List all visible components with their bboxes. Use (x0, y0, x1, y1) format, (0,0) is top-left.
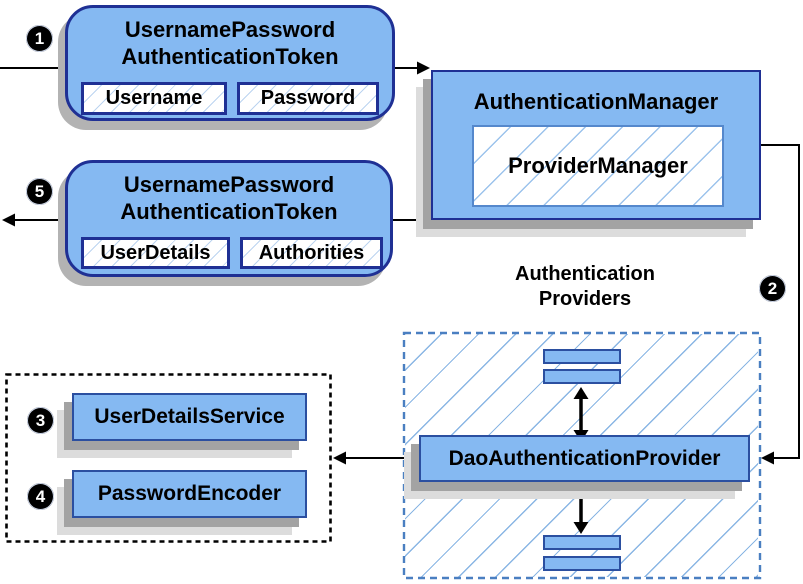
authentication-providers-label-line2: Providers (538, 288, 632, 310)
authentication-providers-label: Authentication Providers (445, 262, 725, 312)
username-field-label: Username (105, 87, 203, 109)
double-arrow-lower (573, 485, 589, 534)
provider-manager-box: ProviderManager (472, 125, 724, 207)
password-encoder-label: PasswordEncoder (97, 482, 282, 505)
services-dotted-border (5, 373, 332, 543)
token-request-title-line2: AuthenticationToken (121, 44, 339, 69)
step-badge-2-number: 2 (767, 278, 778, 298)
authentication-manager-title: AuthenticationManager (473, 89, 719, 114)
username-password-token-response-box: UsernamePassword AuthenticationToken Use… (65, 160, 393, 277)
provider-bar-1 (543, 349, 621, 364)
dao-authentication-provider-label: DaoAuthenticationProvider (448, 446, 721, 470)
password-encoder-box: PasswordEncoder (72, 470, 307, 518)
user-details-field-label: UserDetails (100, 241, 211, 264)
step-badge-4: 4 (27, 483, 54, 510)
provider-bar-2 (543, 369, 621, 384)
step-badge-1-number: 1 (34, 28, 45, 48)
step-badge-5-number: 5 (34, 181, 45, 201)
arrow-authmanager-to-dao (757, 144, 800, 465)
step-badge-3: 3 (27, 407, 54, 434)
authorities-field-label: Authorities (258, 241, 365, 264)
authentication-providers-label-line1: Authentication (515, 263, 655, 285)
step-badge-3-number: 3 (35, 410, 46, 430)
token-request-title-line1: UsernamePassword (124, 17, 336, 42)
token-response-title: UsernamePassword AuthenticationToken (68, 171, 390, 225)
token-response-title-line1: UsernamePassword (123, 172, 335, 197)
token-response-title-line2: AuthenticationToken (120, 199, 338, 224)
step-badge-1: 1 (26, 25, 53, 52)
provider-manager-label: ProviderManager (508, 153, 688, 178)
password-field-box: Password (237, 82, 379, 115)
username-password-token-request-box: UsernamePassword AuthenticationToken Use… (65, 5, 395, 121)
provider-bar-3 (543, 535, 621, 550)
step-badge-4-number: 4 (35, 486, 46, 506)
dao-authentication-provider-box: DaoAuthenticationProvider (419, 435, 750, 482)
token-request-title: UsernamePassword AuthenticationToken (68, 16, 392, 70)
user-details-service-box: UserDetailsService (72, 393, 307, 441)
password-field-label: Password (260, 87, 356, 109)
user-details-service-label: UserDetailsService (94, 405, 285, 428)
username-field-box: Username (81, 82, 227, 115)
authorities-field-box: Authorities (240, 237, 383, 269)
step-badge-5: 5 (26, 178, 53, 205)
provider-bar-4 (543, 556, 621, 571)
step-badge-2: 2 (759, 275, 786, 302)
arrow-dao-to-services (333, 451, 419, 465)
double-arrow-upper (573, 387, 589, 442)
authentication-manager-box: AuthenticationManager ProviderManager (431, 70, 761, 220)
user-details-field-box: UserDetails (81, 237, 230, 269)
